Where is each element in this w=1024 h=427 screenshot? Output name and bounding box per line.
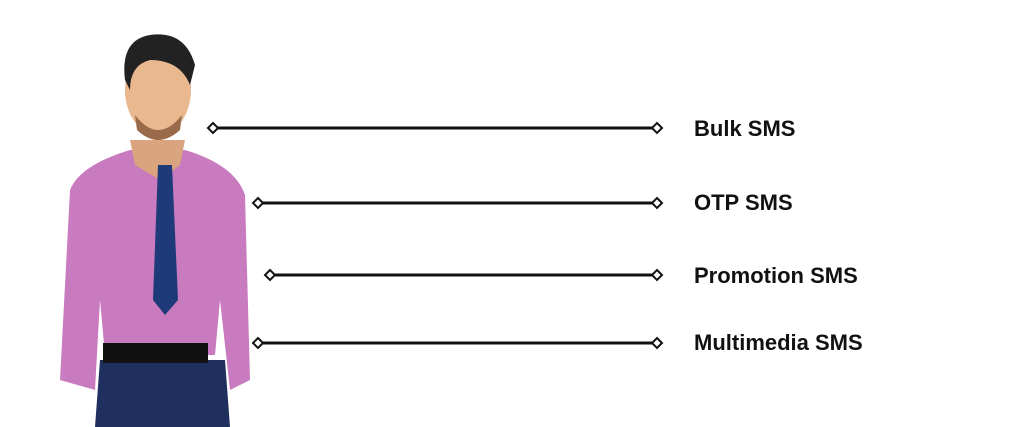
label-promotion-sms: Promotion SMS xyxy=(694,263,858,288)
label-otp-sms: OTP SMS xyxy=(694,190,793,215)
man-figure xyxy=(60,34,250,427)
label-multimedia-sms: Multimedia SMS xyxy=(694,330,863,355)
connector-lines xyxy=(206,121,664,350)
label-bulk-sms: Bulk SMS xyxy=(694,116,796,141)
